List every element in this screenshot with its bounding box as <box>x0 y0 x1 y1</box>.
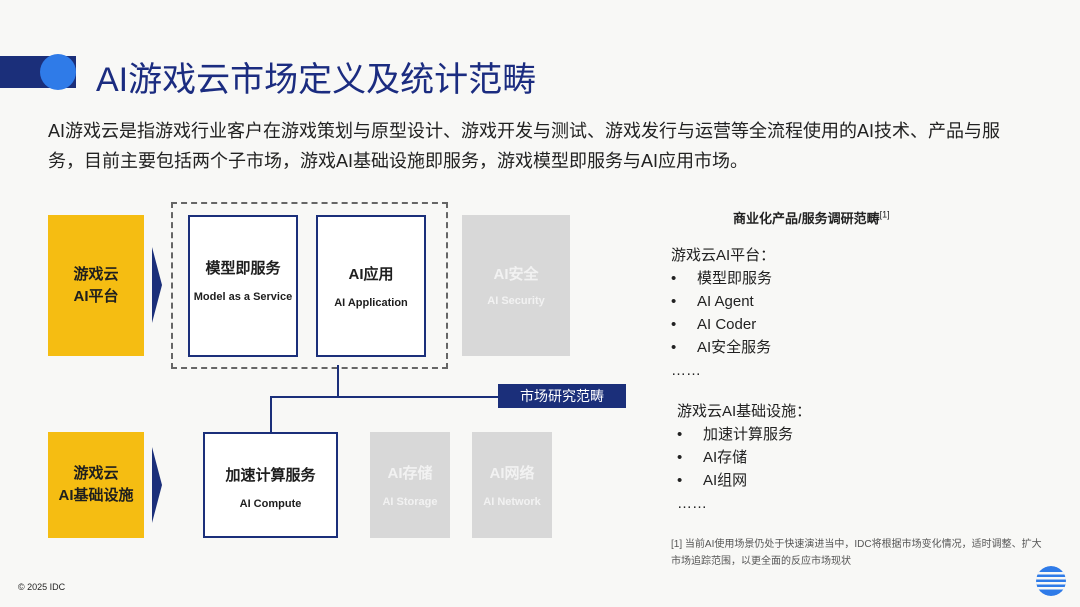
bullet: • <box>671 339 677 356</box>
storage-zh: AI存储 <box>387 465 433 482</box>
compute-en: AI Compute <box>239 498 302 510</box>
list-item: •AI安全服务 <box>671 336 775 359</box>
intro-paragraph: AI游戏云是指游戏行业客户在游戏策划与原型设计、游戏开发与测试、游戏发行与运营等… <box>48 121 1001 171</box>
model-service-zh: 模型即服务 <box>205 260 281 277</box>
platform-list: 游戏云AI平台： •模型即服务 •AI Agent •AI Coder •AI安… <box>671 244 775 382</box>
platform-chevron-icon <box>152 247 162 323</box>
list-more: …… <box>677 495 707 512</box>
network-zh: AI网络 <box>489 465 535 482</box>
list-item: •AI Agent <box>671 290 775 313</box>
model-service-en: Model as a Service <box>193 291 293 303</box>
bullet: • <box>677 426 683 443</box>
infra-chevron-icon <box>152 447 162 523</box>
bullet: • <box>671 293 677 310</box>
platform-label-box: 游戏云 AI平台 <box>48 215 144 356</box>
right-panel-title-text: 商业化产品/服务调研范畴 <box>733 211 880 226</box>
idc-logo-icon <box>1036 566 1066 596</box>
infra-list: 游戏云AI基础设施： •加速计算服务 •AI存储 •AI组网 …… <box>677 400 811 515</box>
platform-label-line2: AI平台 <box>73 287 119 305</box>
list-item: •AI组网 <box>677 469 811 492</box>
platform-list-heading: 游戏云AI平台： <box>671 247 776 264</box>
compute-zh: 加速计算服务 <box>225 467 316 484</box>
accelerated-compute-box: 加速计算服务 AI Compute <box>203 432 338 538</box>
right-panel-title-ref: [1] <box>879 209 890 220</box>
market-research-scope-tag: 市场研究范畴 <box>498 384 626 408</box>
connector-vertical-bottom <box>270 396 272 432</box>
ai-network-box: AI网络 AI Network <box>472 432 552 538</box>
ai-security-box: AI安全 AI Security <box>462 215 570 356</box>
ai-security-zh: AI安全 <box>493 266 539 283</box>
ai-application-zh: AI应用 <box>348 266 394 283</box>
storage-en: AI Storage <box>382 496 438 508</box>
ai-application-en: AI Application <box>334 297 408 309</box>
connector-horizontal <box>270 396 500 398</box>
list-item: •AI Coder <box>671 313 775 336</box>
infra-label-box: 游戏云 AI基础设施 <box>48 432 144 538</box>
model-as-a-service-box: 模型即服务 Model as a Service <box>188 215 298 357</box>
bullet: • <box>671 316 677 333</box>
connector-vertical-top <box>337 365 339 397</box>
infra-list-heading: 游戏云AI基础设施： <box>677 403 812 420</box>
right-panel-title: 商业化产品/服务调研范畴[1] <box>733 208 890 227</box>
ai-application-box: AI应用 AI Application <box>316 215 426 357</box>
list-item: •AI存储 <box>677 446 811 469</box>
page-title: AI游戏云市场定义及统计范畴 <box>96 61 537 99</box>
bullet: • <box>677 472 683 489</box>
list-item: •加速计算服务 <box>677 423 811 446</box>
list-more: …… <box>671 362 701 379</box>
ai-security-en: AI Security <box>487 295 545 307</box>
infra-label-line2: AI基础设施 <box>58 487 134 504</box>
bullet: • <box>677 449 683 466</box>
research-scope-dashed-box <box>171 202 448 369</box>
platform-label-line1: 游戏云 <box>73 265 119 283</box>
footnote: [1] 当前AI使用场景仍处于快速演进当中，IDC将根据市场变化情况，适时调整、… <box>671 539 1042 567</box>
title-accent-dot <box>40 54 76 90</box>
ai-storage-box: AI存储 AI Storage <box>370 432 450 538</box>
copyright: © 2025 IDC <box>18 582 66 592</box>
list-item: •模型即服务 <box>671 267 775 290</box>
network-en: AI Network <box>483 496 541 508</box>
bullet: • <box>671 270 677 287</box>
infra-label-line1: 游戏云 <box>73 465 119 482</box>
